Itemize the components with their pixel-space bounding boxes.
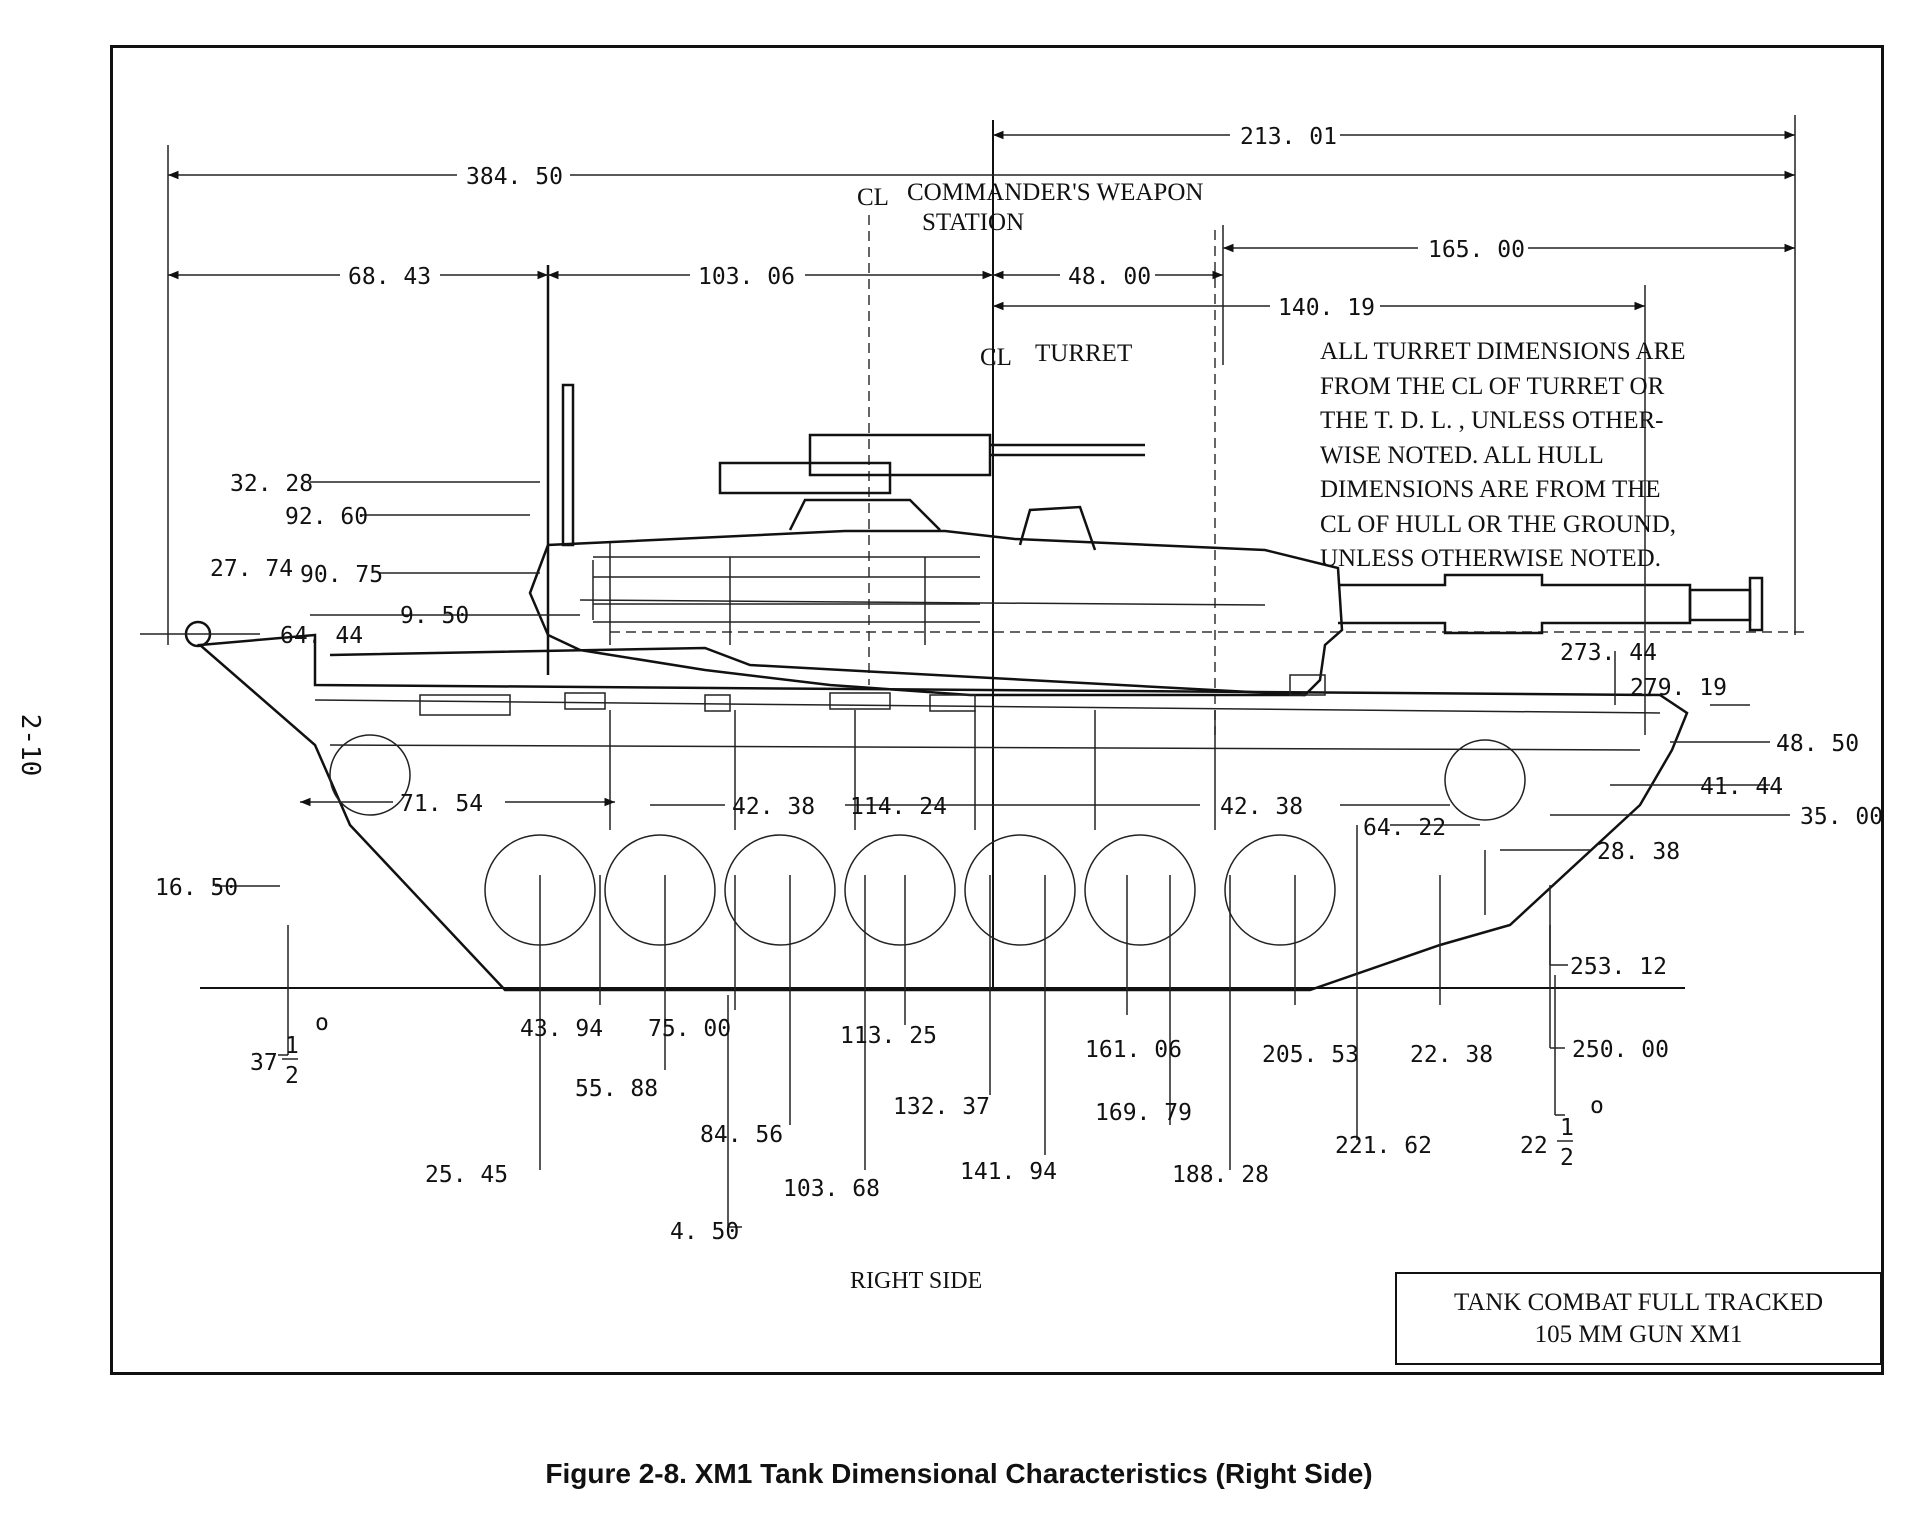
dim-141-94: 141. 94 <box>960 1159 1057 1185</box>
rear-angle-label: 22 1 2 o <box>1520 1093 1604 1171</box>
note-line: THE T. D. L. , UNLESS OTHER- <box>1320 407 1664 434</box>
dim-27-74: 27. 74 <box>210 556 293 582</box>
dim-48-00: 48. 00 <box>1068 264 1151 290</box>
dim-169-79: 169. 79 <box>1095 1100 1192 1126</box>
dim-103-68: 103. 68 <box>783 1176 880 1202</box>
dim-64-44: 64. 44 <box>280 623 363 649</box>
page-number: 2-10 <box>15 713 45 777</box>
dim-84-56: 84. 56 <box>700 1122 783 1148</box>
note-line: WISE NOTED. ALL HULL <box>1320 441 1604 469</box>
title-line-1: TANK COMBAT FULL TRACKED <box>1453 1289 1824 1316</box>
dim-114-24: 114. 24 <box>850 794 947 820</box>
front-angle-label: 37 1 2 o <box>250 1010 329 1089</box>
dim-42-38-right: 42. 38 <box>1220 794 1303 820</box>
dim-165-00: 165. 00 <box>1428 237 1525 263</box>
dim-140-19: 140. 19 <box>1278 295 1375 321</box>
dim-25-45: 25. 45 <box>425 1162 508 1188</box>
dim-4-50: 4. 50 <box>670 1219 739 1245</box>
dim-103-06: 103. 06 <box>698 264 795 290</box>
dim-113-25: 113. 25 <box>840 1023 937 1049</box>
commander-weapon-label-line1: COMMANDER'S WEAPON <box>907 179 1203 206</box>
dim-75-00: 75. 00 <box>648 1016 731 1042</box>
title-block: TANK COMBAT FULL TRACKED 105 MM GUN XM1 <box>1395 1272 1882 1365</box>
dim-253-12: 253. 12 <box>1570 954 1667 980</box>
dim-90-75: 90. 75 <box>300 562 383 588</box>
dim-42-38-left: 42. 38 <box>732 794 815 820</box>
dim-32-28: 32. 28 <box>230 471 313 497</box>
view-label: RIGHT SIDE <box>850 1268 983 1294</box>
dim-16-50: 16. 50 <box>155 875 238 901</box>
dim-22-38: 22. 38 <box>1410 1042 1493 1068</box>
dim-68-43: 68. 43 <box>348 264 431 290</box>
dim-55-88: 55. 88 <box>575 1076 658 1102</box>
tank-dimension-drawing: CL COMMANDER'S WEAPON STATION CL TURRET … <box>140 115 1883 1245</box>
tank-silhouette <box>184 265 1764 992</box>
turret-centerline-label: TURRET <box>1035 340 1132 367</box>
note-line: CL OF HULL OR THE GROUND, <box>1320 510 1677 538</box>
svg-text:2: 2 <box>1560 1145 1574 1171</box>
svg-text:37: 37 <box>250 1050 278 1076</box>
note-line: ALL TURRET DIMENSIONS ARE <box>1320 338 1686 365</box>
dim-48-50: 48. 50 <box>1776 731 1859 757</box>
note-line: UNLESS OTHERWISE NOTED. <box>1320 545 1661 572</box>
figure-frame <box>110 45 1884 1375</box>
note-line: FROM THE CL OF TURRET OR <box>1320 372 1665 400</box>
dim-64-22: 64. 22 <box>1363 815 1446 841</box>
dim-221-62: 221. 62 <box>1335 1133 1432 1159</box>
dim-92-60: 92. 60 <box>285 504 368 530</box>
dim-205-53: 205. 53 <box>1262 1042 1359 1068</box>
svg-text:1: 1 <box>285 1033 299 1059</box>
note-line: DIMENSIONS ARE FROM THE <box>1320 476 1661 503</box>
figure-caption: Figure 2-8. XM1 Tank Dimensional Charact… <box>545 1458 1373 1489</box>
dim-28-38: 28. 38 <box>1597 839 1680 865</box>
centerline-symbol-turret: CL <box>980 344 1012 371</box>
title-line-2: 105 MM GUN XM1 <box>1534 1321 1743 1348</box>
dim-9-50: 9. 50 <box>400 603 469 629</box>
centerline-symbol-commander: CL <box>857 184 889 211</box>
svg-text:2: 2 <box>285 1063 299 1089</box>
dim-35-00: 35. 00 <box>1800 804 1883 830</box>
dim-279-19: 279. 19 <box>1630 675 1727 701</box>
svg-text:o: o <box>315 1010 329 1036</box>
svg-text:22: 22 <box>1520 1133 1548 1159</box>
dim-384-50: 384. 50 <box>466 164 563 190</box>
dim-188-28: 188. 28 <box>1172 1162 1269 1188</box>
dim-213-01: 213. 01 <box>1240 124 1337 150</box>
dim-161-06: 161. 06 <box>1085 1037 1182 1063</box>
svg-text:1: 1 <box>1560 1115 1574 1141</box>
commander-weapon-label-line2: STATION <box>922 209 1024 236</box>
svg-text:o: o <box>1590 1093 1604 1119</box>
dim-71-54: 71. 54 <box>400 791 483 817</box>
dim-132-37: 132. 37 <box>893 1094 990 1120</box>
dim-41-44: 41. 44 <box>1700 774 1783 800</box>
dimension-note: ALL TURRET DIMENSIONS ARE FROM THE CL OF… <box>1320 335 1790 577</box>
dim-273-44: 273. 44 <box>1560 640 1657 666</box>
dim-250-00: 250. 00 <box>1572 1037 1669 1063</box>
dim-43-94: 43. 94 <box>520 1016 603 1042</box>
